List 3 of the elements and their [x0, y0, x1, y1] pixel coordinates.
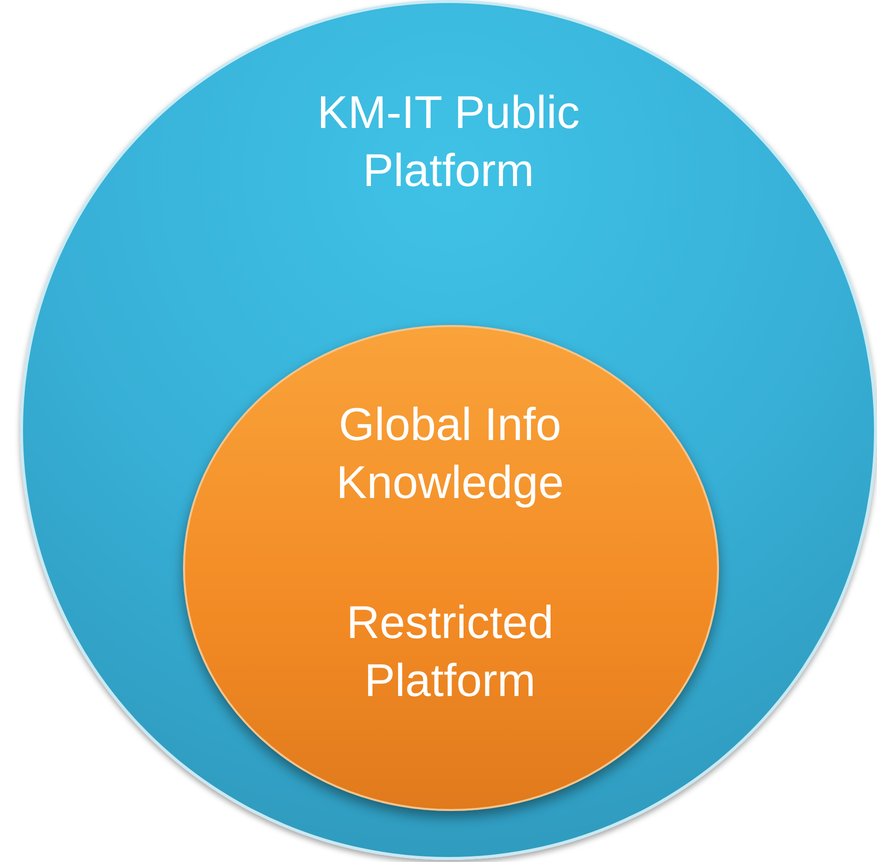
- circle-label: Restricted Platform: [345, 595, 555, 708]
- circle-label: Global Info Knowledge: [335, 397, 565, 510]
- circle-title: KM-IT Public Platform: [316, 85, 581, 198]
